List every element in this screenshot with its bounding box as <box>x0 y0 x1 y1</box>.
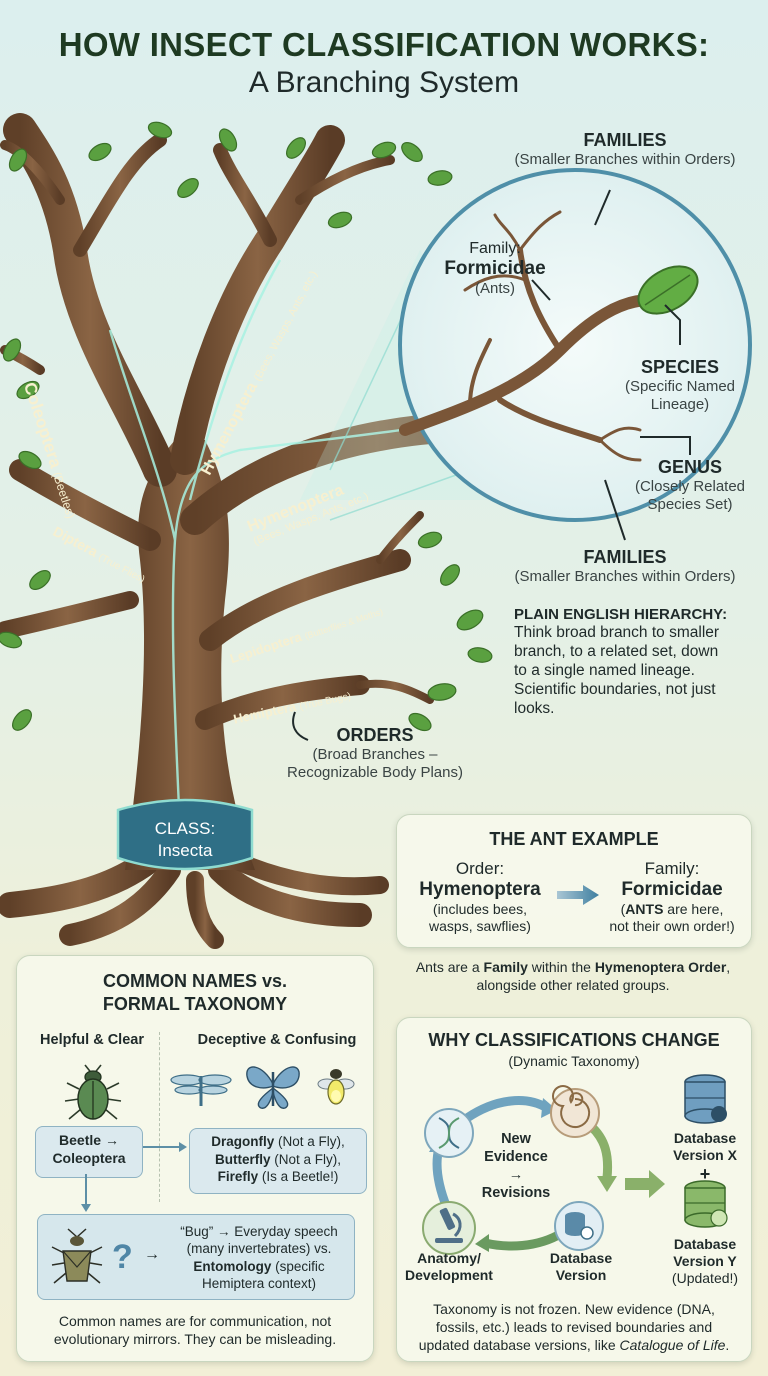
hierarchy-heading: PLAIN ENGLISH HIERARCHY: <box>514 606 728 623</box>
page-title: HOW INSECT CLASSIFICATION WORKS: <box>58 26 710 63</box>
callout-pointer-lines <box>292 189 691 741</box>
butterfly-icon <box>246 1066 300 1109</box>
zoom-circle <box>398 168 752 522</box>
family-prefix: Family: <box>644 859 700 878</box>
common-names-card: COMMON NAMES vs. FORMAL TAXONOMY Helpful… <box>16 955 374 1362</box>
page-subtitle: A Branching System <box>248 66 520 99</box>
hierarchy-line: Think broad branch to smaller <box>514 624 720 642</box>
callout-sub: (Smaller Branches within Orders) <box>514 568 736 585</box>
callout-species: SPECIES (Specific Named Lineage) <box>610 357 750 414</box>
callout-genus: GENUS (Closely Related Species Set) <box>615 457 765 514</box>
callout-sub: Species Set) <box>647 496 733 513</box>
why-change-subtitle: (Dynamic Taxonomy) <box>508 1053 640 1069</box>
beetle-icon <box>64 1064 122 1120</box>
hierarchy-line: branch, to a related set, down <box>514 643 719 661</box>
family-note: (ANTS are here, <box>597 901 747 918</box>
bug-entomology-box: ? → “Bug” → Everyday speech (many invert… <box>37 1214 355 1300</box>
family-note-open: ( <box>620 901 626 917</box>
why-change-title: WHY CLASSIFICATIONS CHANGE <box>428 1030 720 1050</box>
callout-family-formicidae: Family: Formicidae (Ants) <box>430 240 560 297</box>
hierarchy-line: looks. <box>514 699 555 717</box>
family-prefix: Family: <box>469 240 521 257</box>
tree-leaves <box>0 121 493 732</box>
class-rank: CLASS: <box>154 819 216 838</box>
hierarchy-line: Scientific boundaries, not just <box>514 681 716 699</box>
question-mark: ? <box>112 1238 133 1276</box>
arrow-down-icon <box>81 1174 91 1212</box>
callout-sub: (Closely Related <box>634 478 746 495</box>
deceptive-names-box: Dragonfly (Not a Fly), Butterfly (Not a … <box>189 1128 367 1194</box>
column-heading-helpful: Helpful & Clear <box>40 1032 144 1048</box>
callout-orders: ORDERS (Broad Branches – Recognizable Bo… <box>275 725 475 782</box>
evidence-cycle-diagram <box>422 1074 728 1255</box>
dragonfly-icon <box>170 1074 232 1106</box>
tree-branches <box>0 113 575 730</box>
class-band <box>116 798 254 871</box>
common-names-title: COMMON NAMES vs. FORMAL TAXONOMY <box>102 971 288 1014</box>
family-note-rest: are here, <box>663 901 724 917</box>
fossil-node <box>550 1088 600 1138</box>
callout-head: ORDERS <box>336 725 414 745</box>
column-heading-deceptive: Deceptive & Confusing <box>197 1032 357 1048</box>
beetle-coleoptera-box: Beetle → Coleoptera <box>35 1126 143 1178</box>
callout-head: FAMILIES <box>583 130 667 150</box>
order-note: wasps, sawflies) <box>429 917 531 934</box>
callout-head: FAMILIES <box>583 547 667 567</box>
database-x-label: Database Version X + <box>673 1130 737 1184</box>
family-name: Formicidae <box>621 879 723 900</box>
order-prefix: Order: <box>455 859 505 878</box>
bug-arrow: → <box>144 1246 160 1263</box>
database-y-icon <box>684 1180 728 1228</box>
ant-example-caption: Ants are a Family within the Hymenoptera… <box>415 959 731 994</box>
callout-families-bottom: FAMILIES (Smaller Branches within Orders… <box>500 547 750 586</box>
order-name: Hymenoptera <box>419 879 541 900</box>
class-label: CLASS: Insecta <box>118 818 252 862</box>
callout-sub: Recognizable Body Plans) <box>287 764 463 781</box>
database-version-label: Database Version <box>549 1250 613 1283</box>
column-divider <box>159 1032 160 1202</box>
ant-order: Order: Hymenoptera (includes bees, wasps… <box>405 859 555 935</box>
order-note: (includes bees, <box>432 901 528 917</box>
anatomy-label: Anatomy/ Development <box>405 1250 493 1283</box>
hierarchy-line: to a single named lineage. <box>514 662 695 680</box>
bug-explanation: “Bug” → Everyday speech (many invertebra… <box>180 1224 338 1291</box>
firefly-icon <box>317 1069 355 1105</box>
callout-sub: (Smaller Branches within Orders) <box>514 151 736 168</box>
database-y-label: Database Version Y (Updated!) <box>671 1236 739 1286</box>
ant-family: Family: Formicidae (ANTS are here, not t… <box>597 859 747 935</box>
family-common: (Ants) <box>474 280 515 297</box>
database-x-icon <box>684 1074 727 1124</box>
family-note-bold: ANTS <box>625 901 664 917</box>
callout-head: GENUS <box>657 457 722 477</box>
zoomed-branch <box>399 210 656 462</box>
callout-sub: Lineage) <box>650 396 710 413</box>
ant-example-title: THE ANT EXAMPLE <box>489 829 659 849</box>
taxonomy-tree-illustration <box>0 113 752 949</box>
why-change-footer: Taxonomy is not frozen. New evidence (DN… <box>418 1301 730 1354</box>
bug-icon <box>51 1228 103 1284</box>
common-names-footer: Common names are for communication, not … <box>53 1313 337 1348</box>
family-name: Formicidae <box>444 258 546 279</box>
callout-families-top: FAMILIES (Smaller Branches within Orders… <box>500 130 750 169</box>
arrow-right-icon <box>143 1142 187 1152</box>
callout-sub: (Specific Named <box>624 378 736 395</box>
callout-head: SPECIES <box>640 357 720 377</box>
ant-example-card: THE ANT EXAMPLE Order: Hymenoptera (incl… <box>396 814 752 948</box>
glow-veins <box>108 259 561 831</box>
tree-roots <box>0 847 389 949</box>
why-change-card: WHY CLASSIFICATIONS CHANGE (Dynamic Taxo… <box>396 1017 752 1362</box>
cycle-center-label: New Evidence → Revisions <box>481 1131 551 1202</box>
plain-english-hierarchy: PLAIN ENGLISH HIERARCHY: Think broad bra… <box>514 606 754 719</box>
family-note: not their own order!) <box>609 917 735 934</box>
right-arrow-icon <box>557 885 599 905</box>
callout-sub: (Broad Branches – <box>312 746 438 763</box>
class-name: Insecta <box>157 841 213 861</box>
